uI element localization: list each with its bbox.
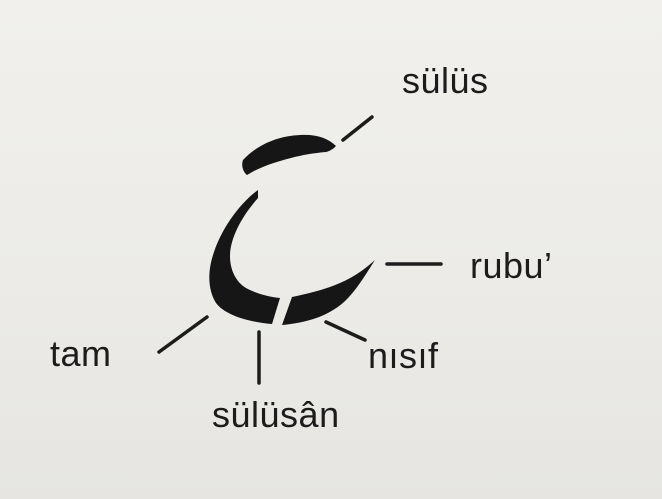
leader-line-sulus bbox=[343, 117, 372, 140]
leader-line-tam bbox=[159, 317, 207, 352]
label-tam: tam bbox=[50, 336, 112, 372]
label-sulusan: sülüsân bbox=[212, 397, 340, 433]
glyph-body-right-stroke bbox=[282, 260, 375, 325]
leader-line-nisif bbox=[326, 322, 365, 340]
glyph-body-left-stroke bbox=[209, 190, 280, 324]
label-nisif: nısıf bbox=[368, 338, 439, 374]
glyph-head-stroke bbox=[242, 135, 336, 175]
label-rubu: rubu’ bbox=[470, 248, 553, 284]
label-sulus: sülüs bbox=[402, 63, 489, 99]
